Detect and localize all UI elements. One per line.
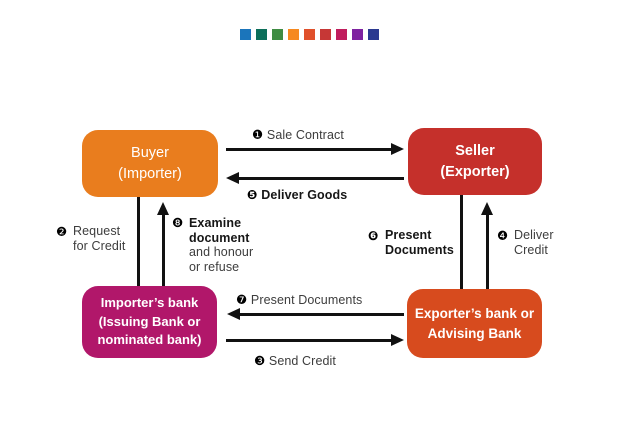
label-text: and honour bbox=[189, 245, 254, 259]
arrow-deliver-goods bbox=[239, 177, 404, 180]
label-text: Examine bbox=[189, 216, 242, 230]
node-label-line: (Importer) bbox=[118, 165, 182, 182]
node-label-line: Importer’s bank bbox=[100, 295, 199, 311]
label-request-for-credit: ❷ Request for Credit bbox=[56, 224, 125, 254]
label-text: Documents bbox=[385, 243, 454, 257]
arrow-left-icon bbox=[227, 308, 240, 320]
node-label-line: Buyer bbox=[131, 144, 169, 161]
label-text: document bbox=[189, 230, 250, 245]
step-number-badge: ❸ bbox=[254, 353, 266, 368]
label-text: Sale Contract bbox=[266, 128, 344, 142]
node-label-line: Seller bbox=[455, 142, 495, 159]
color-swatch bbox=[368, 29, 379, 40]
label-text: Deliver bbox=[514, 228, 554, 242]
color-strip bbox=[240, 29, 379, 40]
arrow-send-credit bbox=[226, 339, 391, 342]
line-present-documents bbox=[460, 195, 463, 289]
node-exporters-bank: Exporter’s bank or Advising Bank bbox=[407, 289, 542, 358]
color-swatch bbox=[240, 29, 251, 40]
label-text: Present Documents bbox=[250, 293, 363, 307]
label-text: for Credit bbox=[73, 239, 126, 253]
label-present-documents-seller: ❻ Present Documents bbox=[368, 228, 454, 258]
step-number-badge: ❼ bbox=[236, 292, 248, 307]
step-number-badge: ❶ bbox=[252, 127, 264, 142]
color-swatch bbox=[304, 29, 315, 40]
node-label-line: (Exporter) bbox=[440, 163, 510, 180]
arrow-up-icon bbox=[157, 202, 169, 215]
arrow-present-documents bbox=[240, 313, 404, 316]
color-swatch bbox=[288, 29, 299, 40]
arrow-up-icon bbox=[481, 202, 493, 215]
label-text: Present bbox=[385, 228, 432, 242]
step-number-badge: ❽ bbox=[172, 215, 184, 230]
color-swatch bbox=[320, 29, 331, 40]
label-sale-contract: ❶ Sale Contract bbox=[252, 127, 344, 142]
label-text: Deliver Goods bbox=[261, 188, 348, 202]
label-text: or refuse bbox=[189, 259, 240, 274]
step-number-badge: ❻ bbox=[368, 228, 379, 243]
node-buyer-importer: Buyer (Importer) bbox=[82, 130, 218, 197]
label-examine-document: ❽ Examine document and honour or refuse bbox=[172, 215, 254, 274]
color-swatch bbox=[272, 29, 283, 40]
label-text: Credit bbox=[514, 243, 548, 257]
label-deliver-goods: ❺ Deliver Goods bbox=[247, 187, 347, 202]
color-swatch bbox=[256, 29, 267, 40]
step-number-badge: ❹ bbox=[497, 228, 509, 243]
node-label-line: Advising Bank bbox=[427, 325, 522, 341]
label-deliver-credit: ❹ Deliver Credit bbox=[497, 228, 554, 258]
arrow-left-icon bbox=[226, 172, 239, 184]
arrow-deliver-credit bbox=[486, 214, 489, 289]
node-importers-bank: Importer’s bank (Issuing Bank or nominat… bbox=[82, 286, 217, 358]
step-number-badge: ❺ bbox=[247, 187, 258, 202]
label-send-credit: ❸ Send Credit bbox=[254, 353, 336, 368]
arrow-examine-document bbox=[162, 214, 165, 286]
node-label-line: (Issuing Bank or bbox=[98, 313, 201, 329]
arrow-right-icon bbox=[391, 334, 404, 346]
arrow-right-icon bbox=[391, 143, 404, 155]
label-text: Request bbox=[73, 224, 121, 238]
color-swatch bbox=[336, 29, 347, 40]
arrow-sale-contract bbox=[226, 148, 392, 151]
label-present-documents-banks: ❼ Present Documents bbox=[236, 292, 362, 307]
label-text: Send Credit bbox=[268, 354, 337, 368]
node-seller-exporter: Seller (Exporter) bbox=[408, 128, 542, 195]
node-label-line: Exporter’s bank or bbox=[414, 306, 535, 322]
node-label-line: nominated bank) bbox=[97, 332, 202, 348]
step-number-badge: ❷ bbox=[56, 224, 68, 239]
color-swatch bbox=[352, 29, 363, 40]
line-request-for-credit bbox=[137, 197, 140, 286]
